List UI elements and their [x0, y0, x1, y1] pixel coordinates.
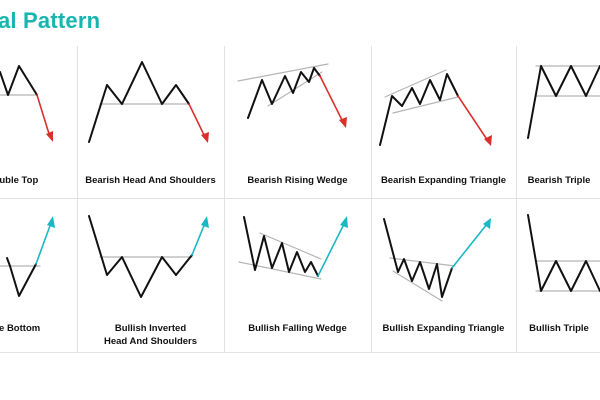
lower-trendline — [392, 270, 443, 302]
bullish-arrowhead — [201, 216, 209, 228]
pattern-label-bearish-expanding-triangle: Bearish Expanding Triangle — [380, 175, 507, 186]
upper-trendline — [389, 257, 456, 267]
bullish-arrowhead — [47, 216, 55, 228]
bullish-arrowhead — [340, 216, 348, 228]
pattern-label-bullish-expanding-triangle: Bullish Expanding Triangle — [382, 323, 505, 334]
bearish-arrow-line — [319, 75, 344, 123]
bottom-divider — [0, 352, 600, 353]
price-line — [88, 215, 193, 298]
column-divider-1 — [77, 46, 78, 352]
pattern-label-bullish-triple: Bullish Triple — [529, 323, 589, 334]
bearish-arrowhead — [484, 135, 492, 146]
lower-trendline — [267, 71, 323, 107]
bullish-arrow-line — [35, 222, 52, 265]
price-line — [383, 218, 453, 298]
upper-trendline — [384, 69, 447, 98]
pattern-label-double-bottom: uble Bottom — [0, 323, 41, 334]
lower-trendline — [238, 261, 322, 280]
pattern-label-double-top: Double Top — [0, 175, 39, 186]
price-line — [0, 65, 38, 96]
pattern-label-bullish-inverted-head-shoulders: Bullish Inverted Head And Shoulders — [103, 323, 198, 347]
upper-trendline — [259, 232, 322, 260]
bearish-arrow-line — [457, 95, 489, 142]
price-line — [247, 67, 321, 119]
column-divider-4 — [516, 46, 517, 352]
price-line — [6, 257, 37, 297]
pattern-label-bullish-falling-wedge: Bullish Falling Wedge — [248, 323, 347, 334]
bearish-arrow-line — [188, 103, 206, 138]
price-line — [527, 214, 600, 292]
column-divider-3 — [371, 46, 372, 352]
upper-trendline — [237, 63, 329, 82]
page-title: al Pattern — [0, 8, 101, 33]
bullish-arrow-line — [317, 223, 345, 277]
bullish-arrow-line — [451, 223, 488, 269]
price-line — [527, 65, 600, 139]
lower-trendline — [392, 96, 459, 114]
bearish-arrowhead — [339, 117, 347, 128]
column-divider-2 — [224, 46, 225, 352]
bullish-arrowhead — [483, 218, 491, 229]
bullish-arrow-line — [191, 222, 206, 256]
bearish-arrowhead — [201, 132, 209, 143]
pattern-label-bearish-rising-wedge: Bearish Rising Wedge — [247, 175, 348, 186]
price-line — [379, 73, 459, 146]
pattern-label-bearish-head-shoulders: Bearish Head And Shoulders — [85, 175, 216, 186]
pattern-label-bearish-triple: Bearish Triple — [527, 175, 591, 186]
bearish-arrow-line — [36, 94, 51, 138]
bearish-arrowhead — [46, 131, 53, 142]
row-divider — [0, 198, 600, 199]
price-line — [243, 216, 319, 277]
price-line — [88, 61, 190, 143]
